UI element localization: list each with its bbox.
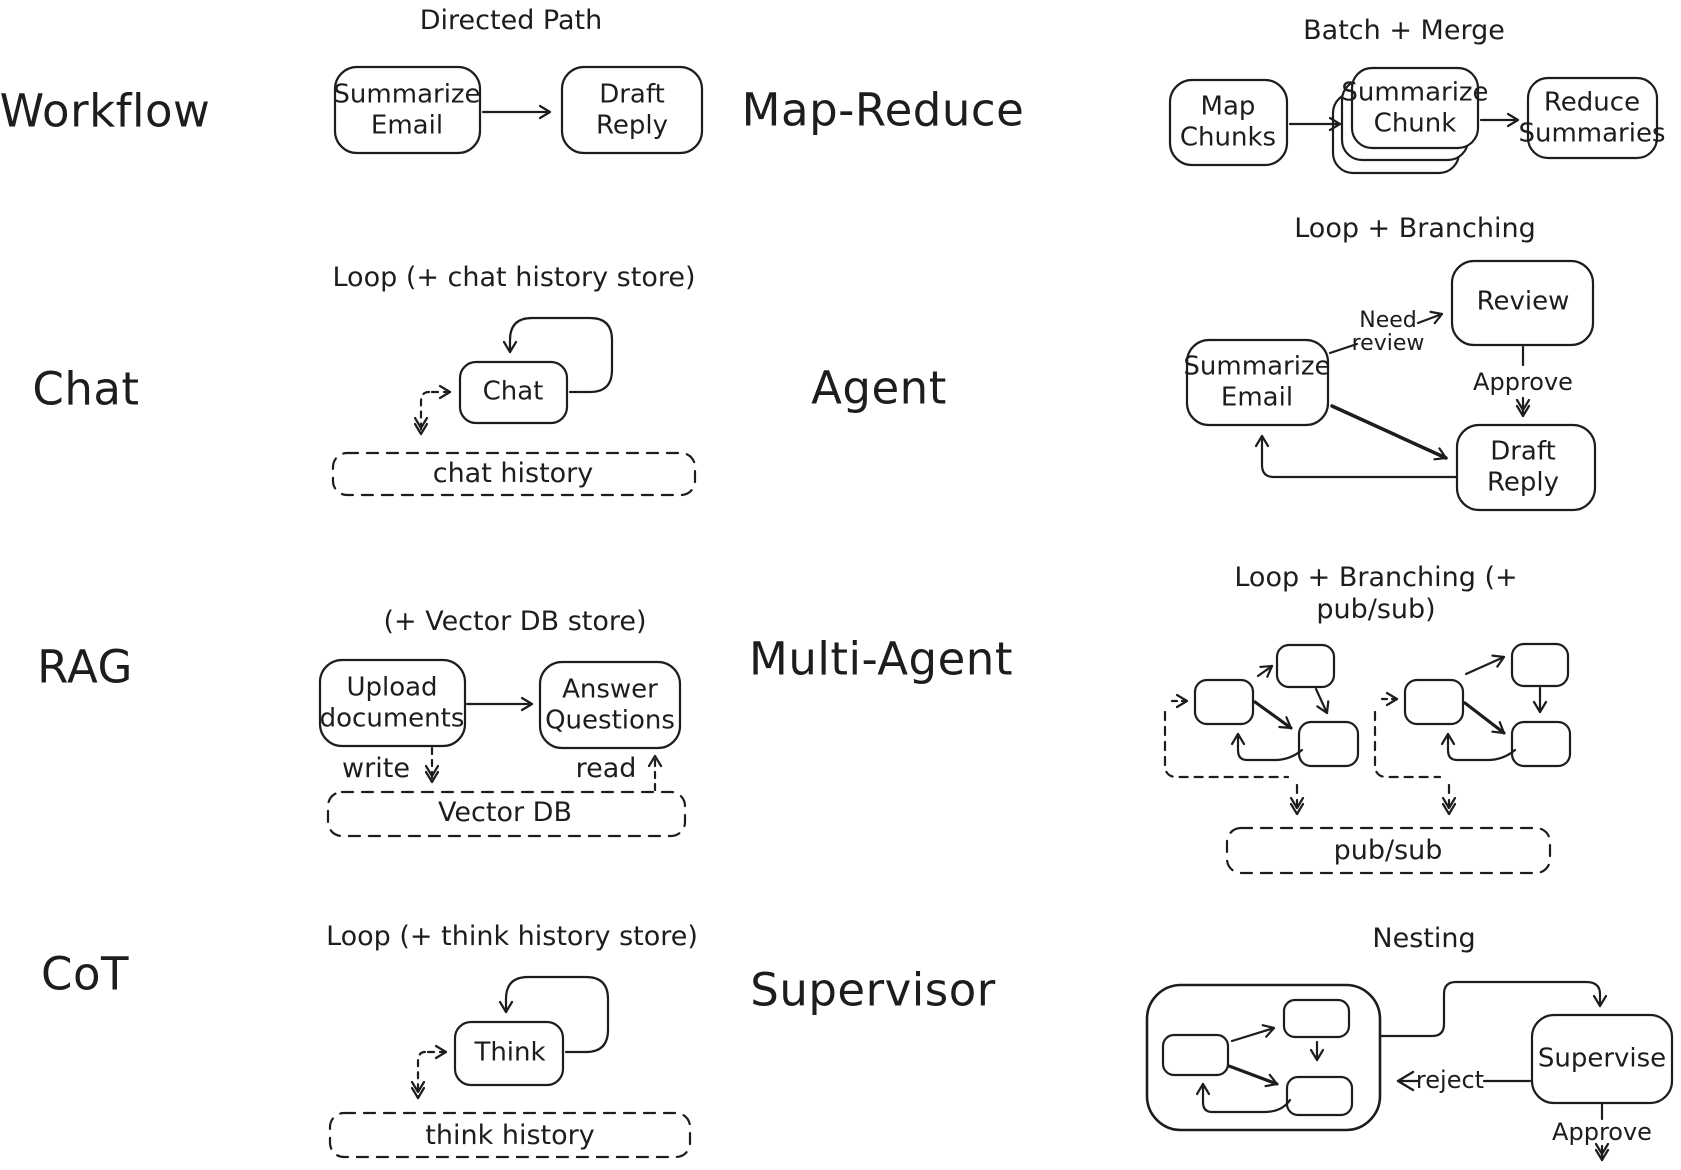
agent-cluster-node [1403,678,1465,726]
map-chunks-node [1168,78,1289,167]
think-node [453,1020,565,1087]
nested-node [1161,1033,1230,1077]
reduce-summaries-node [1526,76,1659,160]
vector-db-label: Vector DB [438,797,572,829]
supervisor-approve-edge-label: Approve [1552,1117,1652,1146]
container-to-supervise-arrow [1378,980,1608,1038]
chat-title: Loop (+ chat history store) [332,262,696,294]
need-review-edge-start [1328,342,1359,355]
approve-edge-label: Approve [1473,367,1573,396]
think-self-loop-arrow [498,975,610,1054]
chat-node [458,360,569,425]
multi-agent-title: Loop + Branching (+ pub/sub) [1234,562,1518,625]
agent-draft-reply-label: Draft Reply [1486,436,1560,497]
cluster-return-loop [1230,732,1304,762]
nested-node [1285,1075,1354,1117]
cot-diagram [328,975,692,1159]
agent-title: Loop + Branching [1294,213,1536,245]
map-reduce-diagram [1168,66,1659,175]
nested-return-loop [1195,1082,1292,1114]
think-history-store [328,1111,692,1159]
cluster-arrow [1256,664,1274,678]
map-reduce-title: Batch + Merge [1303,15,1505,47]
rag-section-label: RAG [37,640,133,694]
read-edge-label: read [575,753,637,785]
answer-questions-node [538,660,682,750]
chat-diagram [331,316,697,497]
reduce-summaries-label: Reduce Summaries [1518,87,1666,148]
agent-cluster-node [1297,720,1360,768]
think-history-label: think history [425,1120,595,1152]
agent-section-label: Agent [811,361,947,415]
chat-section-label: Chat [32,362,140,416]
cluster-dashed-elbow [1163,710,1290,779]
workflow-diagram [333,65,704,155]
draft-to-summarize-loop [1254,434,1459,479]
supervisor-title: Nesting [1372,923,1476,955]
think-history-dashed-link [410,1050,427,1100]
supervisor-section-label: Supervisor [750,963,996,1017]
cluster-arrow [1314,687,1330,715]
review-node [1450,259,1595,347]
vector-db-store [326,790,687,838]
pub-sub-store [1225,826,1552,875]
chat-history-dashed-link [413,390,431,436]
agent-cluster-node [1275,643,1336,689]
nested-arrow-thick [1227,1064,1279,1088]
summarize-to-draft-arrow [1330,404,1448,461]
map-chunks-label: Map Chunks [1179,91,1277,152]
need-review-edge-label: Need review [1351,307,1425,356]
think-node-label: Think [474,1037,546,1068]
chat-node-label: Chat [482,376,544,407]
agent-summarize-email-node [1185,338,1330,427]
cluster-dashed-elbow [1373,710,1442,779]
upload-documents-label: Upload documents [319,672,465,733]
draft-reply-node [560,65,704,155]
upload-documents-node [318,658,467,748]
answer-questions-label: Answer Questions [545,674,675,735]
summarize-email-node [333,65,482,155]
agent-cluster-node [1193,678,1255,726]
supervisor-diagram [1145,980,1674,1162]
cluster-arrow-thick [1253,700,1293,730]
chat-self-loop-arrow [502,316,614,394]
cluster-arrow-thick [1463,701,1506,735]
summarize-chunk-label: Summarize Chunk [1341,77,1489,138]
agent-cluster-node [1510,642,1570,688]
workflow-title: Directed Path [419,5,603,37]
map-reduce-section-label: Map-Reduce [741,83,1025,137]
rag-title: (+ Vector DB store) [383,606,647,638]
agent-cluster-node [1510,720,1572,768]
cluster-return-loop [1440,732,1517,762]
chat-history-label: chat history [432,458,594,490]
agent-summarize-email-label: Summarize Email [1183,351,1331,412]
reject-edge-label: reject [1415,1065,1485,1094]
supervise-node-label: Supervise [1537,1043,1667,1074]
multi-agent-diagram [1163,642,1572,875]
need-review-edge-end [1416,310,1444,325]
multi-agent-section-label: Multi-Agent [749,632,1013,686]
workflow-section-label: Workflow [0,84,211,138]
nested-node [1282,998,1351,1039]
cot-section-label: CoT [41,947,129,1001]
agent-draft-reply-node [1455,423,1597,512]
summarize-email-label: Summarize Email [333,79,481,140]
chat-history-store [331,451,697,497]
agent-diagram [1185,259,1597,512]
cluster-arrow [1464,654,1506,676]
review-label: Review [1476,286,1570,317]
nested-arrow [1230,1024,1276,1043]
write-edge-label: write [342,753,410,785]
cot-title: Loop (+ think history store) [326,921,698,953]
rag-diagram [318,658,687,838]
pub-sub-label: pub/sub [1333,835,1443,867]
draft-reply-label: Draft Reply [595,79,669,140]
summarize-chunk-node [1350,66,1480,150]
